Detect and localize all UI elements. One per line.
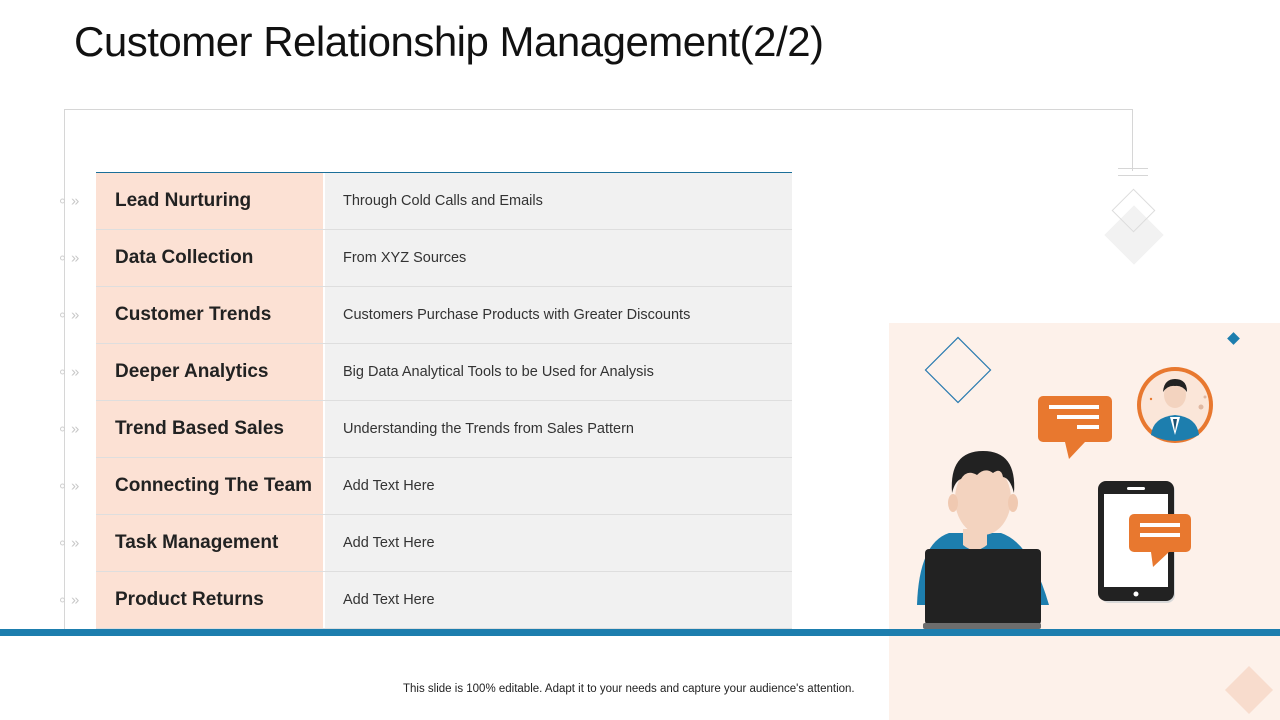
table-row: » Product Returns Add Text Here — [60, 572, 792, 629]
person-at-laptop-chat-icon — [917, 332, 1274, 715]
double-chevron-right-icon: » — [60, 421, 79, 438]
frame-line-right — [1132, 109, 1133, 171]
row-label: Product Returns — [96, 572, 325, 628]
row-description: Big Data Analytical Tools to be Used for… — [325, 344, 792, 400]
frame-tick — [1118, 168, 1148, 169]
row-label: Deeper Analytics — [96, 344, 325, 400]
footer-note: This slide is 100% editable. Adapt it to… — [403, 683, 855, 695]
double-chevron-right-icon: » — [60, 307, 79, 324]
row-description: Understanding the Trends from Sales Patt… — [325, 401, 792, 457]
double-chevron-right-icon: » — [60, 535, 79, 552]
row-description: Add Text Here — [325, 458, 792, 514]
table-row: » Customer Trends Customers Purchase Pro… — [60, 287, 792, 344]
frame-tick — [1118, 175, 1148, 176]
row-description: Customers Purchase Products with Greater… — [325, 287, 792, 343]
frame-line-top — [64, 109, 1133, 110]
double-chevron-right-icon: » — [60, 250, 79, 267]
row-description: Add Text Here — [325, 572, 792, 628]
slide-title: Customer Relationship Management(2/2) — [74, 18, 824, 65]
row-description: From XYZ Sources — [325, 230, 792, 286]
table-row: » Data Collection From XYZ Sources — [60, 230, 792, 287]
row-label: Task Management — [96, 515, 325, 571]
illustration-background — [889, 323, 1280, 720]
table-row: » Trend Based Sales Understanding the Tr… — [60, 401, 792, 458]
accent-bar — [0, 629, 1280, 636]
table-row: » Connecting The Team Add Text Here — [60, 458, 792, 515]
crm-table: » Lead Nurturing Through Cold Calls and … — [60, 172, 792, 629]
row-description: Add Text Here — [325, 515, 792, 571]
double-chevron-right-icon: » — [60, 193, 79, 210]
row-label: Data Collection — [96, 230, 325, 286]
row-label: Trend Based Sales — [96, 401, 325, 457]
table-row: » Task Management Add Text Here — [60, 515, 792, 572]
table-row: » Lead Nurturing Through Cold Calls and … — [60, 173, 792, 230]
double-chevron-right-icon: » — [60, 478, 79, 495]
row-label: Lead Nurturing — [96, 173, 325, 229]
table-row: » Deeper Analytics Big Data Analytical T… — [60, 344, 792, 401]
double-chevron-right-icon: » — [60, 364, 79, 381]
row-label: Customer Trends — [96, 287, 325, 343]
row-label: Connecting The Team — [96, 458, 325, 514]
double-chevron-right-icon: » — [60, 592, 79, 609]
row-description: Through Cold Calls and Emails — [325, 173, 792, 229]
